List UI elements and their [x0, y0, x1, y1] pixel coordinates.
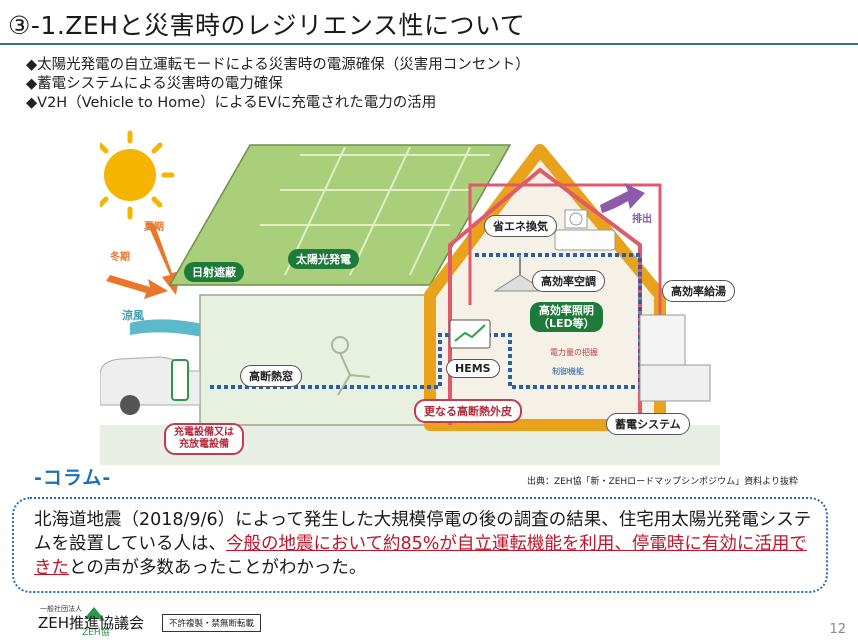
charger-tag-line2: 充放電設備 [179, 439, 229, 450]
lighting-tag: 高効率照明 （LED等） [530, 302, 603, 332]
source-citation: 出典：ZEH協「新・ZEHロードマップシンポジウム」資料より抜粋 [526, 477, 798, 487]
water-heater-tag: 高効率給湯 [662, 280, 735, 302]
solar-power-tag: 太陽光発電 [288, 249, 359, 269]
winter-label: 冬期 [110, 252, 130, 263]
logo-text: ZEH協 [82, 626, 110, 638]
page-title: ③-1.ZEHと災害時のレジリエンス性について [8, 11, 526, 40]
summer-label: 夏期 [144, 222, 164, 233]
zeh-logo-icon: ZEH協 [82, 607, 110, 638]
bullet-item: ◆V2H（Vehicle to Home）によるEVに充電された電力の活用 [26, 95, 437, 111]
ac-tag: 高効率空調 [532, 270, 605, 292]
lighting-tag-line2: （LED等） [538, 317, 595, 330]
exhaust-label: 排出 [632, 214, 652, 225]
control-label: 制御機能 [552, 367, 584, 376]
page-number: 12 [829, 622, 846, 637]
charger-tag: 充電設備又は 充放電設備 [164, 423, 244, 455]
bullet-item: ◆蓄電システムによる災害時の電力確保 [26, 76, 283, 92]
hems-tag: HEMS [446, 359, 500, 378]
column-note-box: 北海道地震（2018/9/6）によって発生した大規模停電の後の調査の結果、住宅用… [12, 497, 828, 593]
zeh-house-illustration: 夏期 冬期 涼風 日射遮蔽 太陽光発電 省エネ換気 排出 高効率空調 高効率照明… [85, 125, 820, 480]
column-heading: -コラム- [34, 467, 112, 489]
sun-shading-tag: 日射遮蔽 [184, 262, 244, 282]
breeze-label: 涼風 [122, 309, 144, 322]
title-underline [0, 43, 858, 45]
note-part2: との声が多数あったことがわかった。 [69, 558, 367, 578]
summer-arrow [148, 223, 180, 295]
winter-arrow [106, 275, 168, 299]
org-type-label: 一般社団法人 [40, 605, 82, 613]
ventilation-tag: 省エネ換気 [484, 215, 557, 237]
exhaust-arrow [600, 183, 645, 213]
column-note-text: 北海道地震（2018/9/6）によって発生した大規模停電の後の調査の結果、住宅用… [34, 508, 824, 580]
power-monitoring-label: 電力量の把握 [550, 348, 598, 357]
copyright-notice: 不許複製・禁無断転載 [162, 614, 262, 632]
breeze-arrow [130, 319, 252, 353]
charger-tag-line1: 充電設備又は [174, 427, 234, 438]
bullet-list: ◆太陽光発電の自立運転モードによる災害時の電源確保（災害用コンセント） ◆蓄電シ… [26, 56, 530, 113]
outer-insulation-tag: 更なる高断熱外皮 [414, 399, 522, 423]
org-name: ZEH推進協議会 [38, 614, 145, 632]
bullet-item: ◆太陽光発電の自立運転モードによる災害時の電源確保（災害用コンセント） [26, 57, 530, 73]
storage-tag: 蓄電システム [606, 413, 690, 435]
insulated-window-tag: 高断熱窓 [240, 365, 302, 387]
note-highlight: 今般の地震において約85%が自立運転機能を利用、停電時に有効に活用できた [34, 534, 807, 578]
note-part1: 北海道地震（2018/9/6）によって発生した大規模停電の後の調査の結果、住宅用… [34, 510, 812, 554]
sun-icon [85, 130, 175, 220]
lighting-tag-line1: 高効率照明 [538, 304, 594, 317]
charger-device [171, 359, 189, 401]
